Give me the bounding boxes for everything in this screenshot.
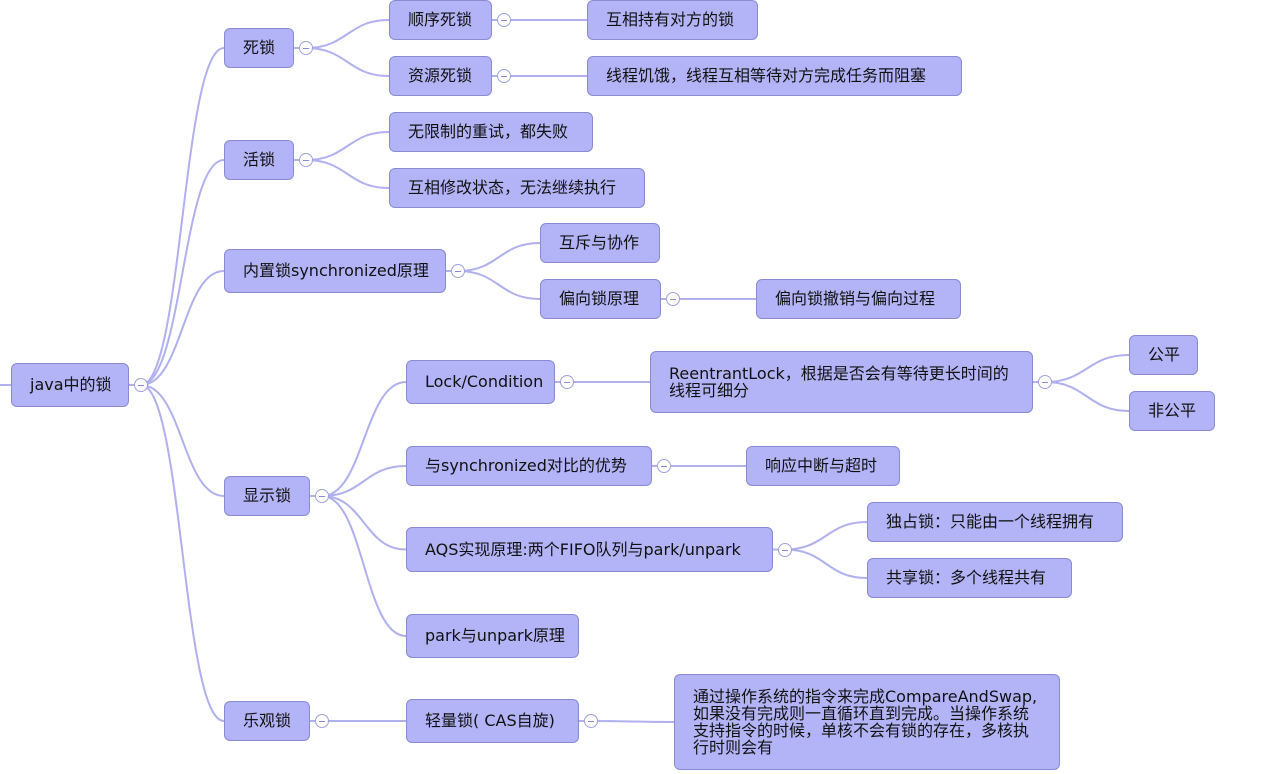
- node-exclusive[interactable]: 独占锁：只能由一个线程拥有: [867, 502, 1123, 542]
- edge-root-to-builtin: [140, 270, 225, 386]
- edge-reentrant-to-unfair: [1044, 381, 1130, 412]
- collapse-icon-optimistic[interactable]: [315, 714, 329, 728]
- node-explicit[interactable]: 显示锁: [224, 476, 310, 516]
- edge-explicit-to-park: [321, 495, 407, 637]
- node-builtin[interactable]: 内置锁synchronized原理: [224, 249, 446, 293]
- collapse-icon-lightweight[interactable]: [584, 714, 598, 728]
- node-seq-deadlock-desc[interactable]: 互相持有对方的锁: [587, 0, 758, 40]
- edge-root-to-livelock: [140, 159, 225, 386]
- node-reentrant[interactable]: ReentrantLock，根据是否会有等待更长时间的线程可细分: [650, 351, 1033, 413]
- collapse-icon-livelock[interactable]: [299, 153, 313, 167]
- node-cas-desc[interactable]: 通过操作系统的指令来完成CompareAndSwap,如果没有完成则一直循环直到…: [674, 674, 1060, 770]
- edge-root-to-explicit: [140, 384, 225, 497]
- node-shared[interactable]: 共享锁：多个线程共有: [867, 558, 1072, 598]
- collapse-icon-root[interactable]: [134, 378, 148, 392]
- edge-root-to-deadlock: [140, 47, 225, 386]
- collapse-icon-deadlock[interactable]: [299, 41, 313, 55]
- node-livelock-retry[interactable]: 无限制的重试，都失败: [389, 112, 593, 152]
- collapse-icon-lockcond[interactable]: [560, 375, 574, 389]
- node-res-deadlock[interactable]: 资源死锁: [389, 56, 492, 96]
- collapse-icon-reentrant[interactable]: [1038, 375, 1052, 389]
- node-livelock[interactable]: 活锁: [224, 140, 294, 180]
- collapse-icon-aqs[interactable]: [778, 542, 792, 557]
- collapse-icon-seq-deadlock[interactable]: [497, 13, 511, 27]
- collapse-icon-res-deadlock[interactable]: [497, 69, 511, 83]
- node-mutex[interactable]: 互斥与协作: [540, 223, 660, 263]
- edge-explicit-to-aqs: [321, 495, 407, 551]
- edge-reentrant-to-fair: [1044, 354, 1130, 383]
- edge-aqs-to-exclusive: [784, 521, 868, 551]
- node-aqs[interactable]: AQS实现原理:两个FIFO队列与park/unpark: [406, 527, 773, 572]
- edge-lightweight-to-cas-desc: [590, 720, 675, 723]
- node-res-deadlock-desc[interactable]: 线程饥饿，线程互相等待对方完成任务而阻塞: [587, 56, 962, 96]
- edge-livelock-to-livelock-retry: [305, 131, 390, 161]
- collapse-icon-builtin[interactable]: [451, 264, 465, 278]
- edge-explicit-to-lockcond: [321, 381, 407, 497]
- node-lightweight[interactable]: 轻量锁( CAS自旋): [406, 699, 579, 743]
- edge-builtin-to-biased: [457, 270, 541, 300]
- node-optimistic[interactable]: 乐观锁: [224, 701, 310, 741]
- node-lockcond[interactable]: Lock/Condition: [406, 360, 555, 404]
- edge-deadlock-to-seq-deadlock: [305, 19, 390, 49]
- edge-explicit-to-vs-sync: [321, 465, 407, 497]
- node-interrupt[interactable]: 响应中断与超时: [746, 446, 900, 486]
- node-park[interactable]: park与unpark原理: [406, 614, 579, 658]
- node-seq-deadlock[interactable]: 顺序死锁: [389, 0, 492, 40]
- edge-root-to-optimistic: [140, 384, 225, 722]
- edge-builtin-to-mutex: [457, 242, 541, 272]
- collapse-icon-vs-sync[interactable]: [657, 459, 671, 473]
- root-node[interactable]: java中的锁: [11, 363, 129, 407]
- node-biased[interactable]: 偏向锁原理: [540, 279, 661, 319]
- node-livelock-state[interactable]: 互相修改状态，无法继续执行: [389, 168, 645, 208]
- edge-aqs-to-shared: [784, 548, 868, 579]
- edge-livelock-to-livelock-state: [305, 159, 390, 189]
- edge-deadlock-to-res-deadlock: [305, 47, 390, 77]
- node-biased-revoke[interactable]: 偏向锁撤销与偏向过程: [756, 279, 961, 319]
- collapse-icon-explicit[interactable]: [315, 489, 329, 503]
- node-unfair[interactable]: 非公平: [1129, 391, 1215, 431]
- node-fair[interactable]: 公平: [1129, 335, 1198, 375]
- node-vs-sync[interactable]: 与synchronized对比的优势: [406, 446, 652, 486]
- node-deadlock[interactable]: 死锁: [224, 28, 294, 68]
- collapse-icon-biased[interactable]: [666, 292, 680, 306]
